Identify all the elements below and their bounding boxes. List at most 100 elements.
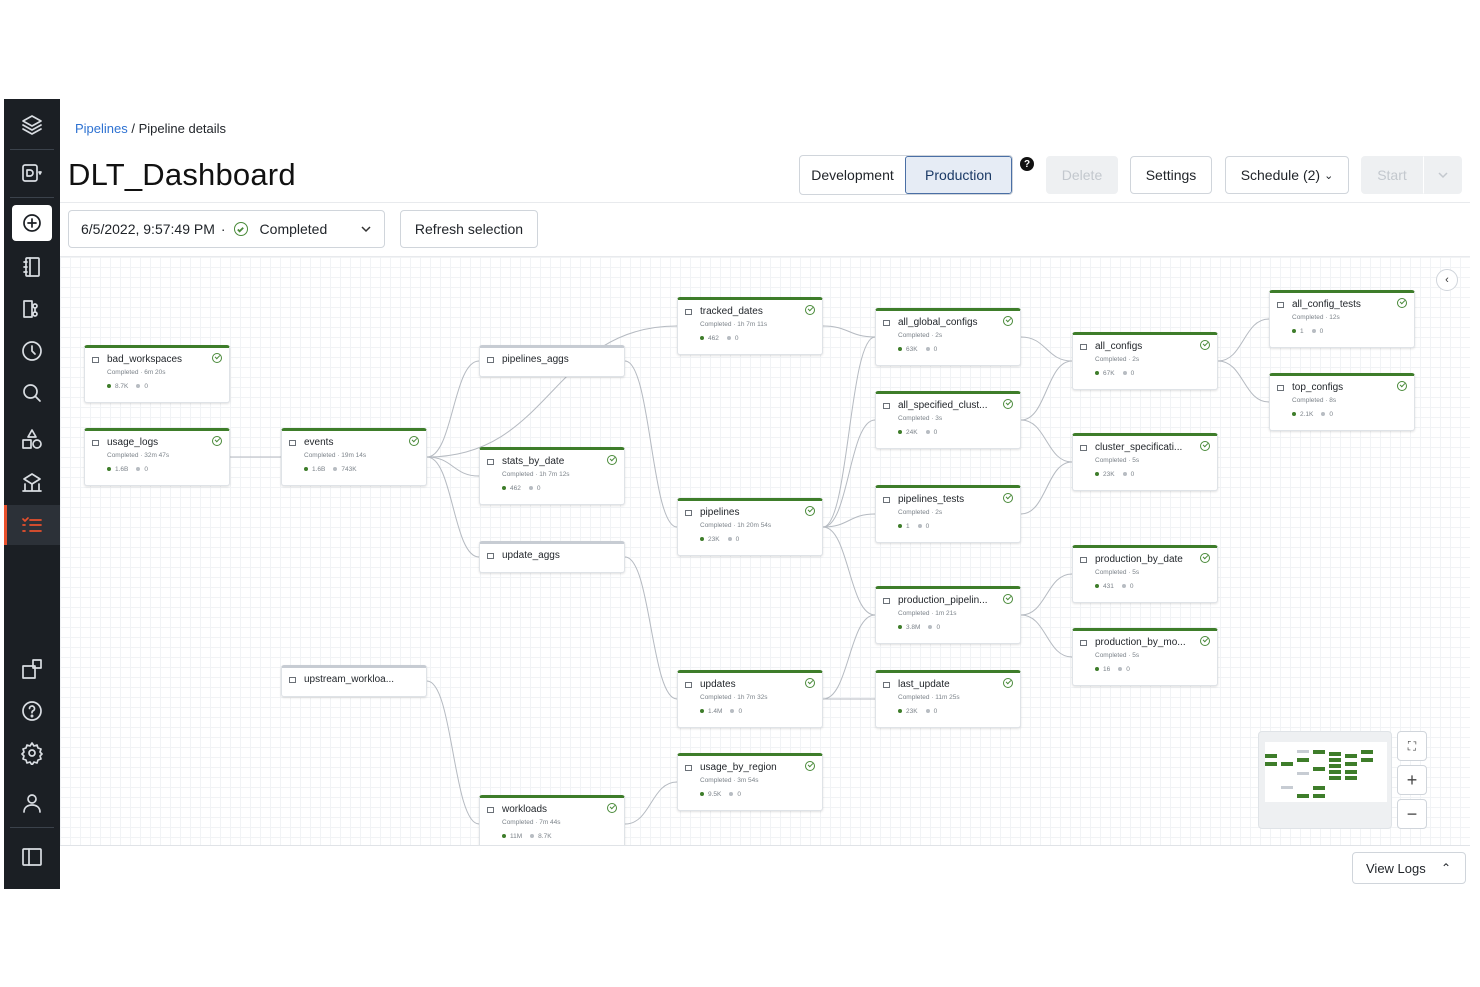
pipeline-node-cluster-specificati[interactable]: cluster_specificati... Completed · 5s 23… bbox=[1072, 433, 1218, 491]
settings-button[interactable]: Settings bbox=[1130, 156, 1212, 194]
start-button[interactable]: Start bbox=[1361, 156, 1423, 194]
completed-check-icon bbox=[1003, 316, 1013, 326]
failed-dot-icon bbox=[729, 792, 734, 797]
repos-icon[interactable] bbox=[4, 289, 60, 329]
start-options-button[interactable] bbox=[1423, 156, 1462, 194]
notebook-icon[interactable] bbox=[4, 247, 60, 287]
create-icon[interactable] bbox=[4, 203, 60, 243]
table-icon bbox=[685, 765, 692, 771]
sidebar-divider bbox=[10, 197, 54, 198]
layers-icon[interactable] bbox=[4, 105, 60, 145]
minimap-node bbox=[1297, 758, 1309, 762]
node-status: Completed · 1h 7m 11s bbox=[700, 321, 768, 328]
sidebar bbox=[4, 99, 60, 889]
table-icon bbox=[685, 309, 692, 315]
success-dot-icon bbox=[107, 467, 111, 472]
completed-check-icon bbox=[607, 803, 617, 813]
table-icon bbox=[1277, 302, 1284, 308]
node-failed-count: 0 bbox=[536, 485, 541, 492]
node-name: all_global_configs bbox=[898, 317, 978, 328]
node-name: all_config_tests bbox=[1292, 299, 1361, 310]
table-icon bbox=[883, 403, 890, 409]
update-select[interactable]: 6/5/2022, 9:57:49 PM · Completed bbox=[68, 210, 385, 248]
node-status: Completed · 2s bbox=[1095, 356, 1140, 363]
minimap-node bbox=[1345, 754, 1357, 758]
minimap-node bbox=[1361, 758, 1373, 762]
pipeline-node-production-pipelin[interactable]: production_pipelin... Completed · 1m 21s… bbox=[875, 586, 1021, 644]
question-icon[interactable]: ? bbox=[1020, 157, 1034, 171]
table-icon bbox=[883, 598, 890, 604]
minimap-node bbox=[1329, 752, 1341, 756]
node-name: production_by_date bbox=[1095, 554, 1183, 565]
collapse-panel-button[interactable]: ‹ bbox=[1436, 269, 1458, 291]
workflows-icon[interactable] bbox=[4, 463, 60, 503]
success-dot-icon bbox=[898, 709, 902, 714]
graph-edge bbox=[624, 556, 678, 700]
graph-edge bbox=[1020, 614, 1073, 658]
search-icon[interactable] bbox=[4, 373, 60, 413]
node-status: Completed · 19m 14s bbox=[304, 452, 367, 459]
delete-button[interactable]: Delete bbox=[1046, 156, 1118, 194]
settings-icon[interactable] bbox=[4, 733, 60, 773]
pipeline-node-upstream-workloads[interactable]: upstream_workloa... bbox=[281, 665, 427, 697]
production-mode-button[interactable]: Production bbox=[905, 156, 1012, 194]
breadcrumb-pipelines-link[interactable]: Pipelines bbox=[75, 121, 128, 136]
zoom-in-button[interactable]: + bbox=[1397, 765, 1427, 795]
schedule-button[interactable]: Schedule (2) ⌄ bbox=[1225, 156, 1349, 194]
failed-dot-icon bbox=[917, 524, 922, 529]
jobs-icon[interactable] bbox=[4, 505, 60, 545]
minimap-node bbox=[1313, 750, 1325, 754]
zoom-out-button[interactable]: − bbox=[1397, 799, 1427, 829]
help-icon[interactable] bbox=[4, 691, 60, 731]
fit-view-button[interactable]: ⛶ bbox=[1397, 731, 1427, 761]
refresh-selection-button[interactable]: Refresh selection bbox=[400, 210, 538, 248]
view-logs-button[interactable]: View Logs ⌃ bbox=[1352, 852, 1466, 884]
success-dot-icon bbox=[700, 792, 704, 797]
partner-icon[interactable] bbox=[4, 649, 60, 689]
development-mode-button[interactable]: Development bbox=[811, 167, 894, 183]
graph-edge bbox=[426, 325, 678, 458]
pipeline-node-pipelines-aggs[interactable]: pipelines_aggs bbox=[479, 345, 625, 377]
node-name: cluster_specificati... bbox=[1095, 442, 1183, 453]
minimap[interactable] bbox=[1258, 731, 1392, 829]
graph-edge bbox=[1217, 318, 1270, 362]
graph-edge bbox=[426, 360, 480, 458]
shapes-icon[interactable] bbox=[4, 419, 60, 459]
node-name: tracked_dates bbox=[700, 306, 763, 317]
node-name: usage_logs bbox=[107, 437, 159, 448]
completed-check-icon bbox=[805, 305, 815, 315]
node-status: Completed · 2s bbox=[898, 509, 943, 516]
history-icon[interactable] bbox=[4, 331, 60, 371]
node-failed-count: 0 bbox=[1126, 666, 1130, 673]
data-icon[interactable] bbox=[4, 153, 60, 193]
graph-edge bbox=[1020, 461, 1073, 515]
node-status: Completed · 1h 7m 12s bbox=[502, 471, 570, 478]
sidebar-toggle-icon[interactable] bbox=[4, 837, 60, 877]
success-dot-icon bbox=[1095, 667, 1099, 672]
pipeline-node-update-aggs[interactable]: update_aggs bbox=[479, 541, 625, 573]
toolbar-divider bbox=[60, 256, 1470, 257]
success-dot-icon bbox=[700, 709, 704, 714]
pipeline-node-all-specified-clust[interactable]: all_specified_clust... Completed · 3s 24… bbox=[875, 391, 1021, 449]
user-icon[interactable] bbox=[4, 783, 60, 823]
